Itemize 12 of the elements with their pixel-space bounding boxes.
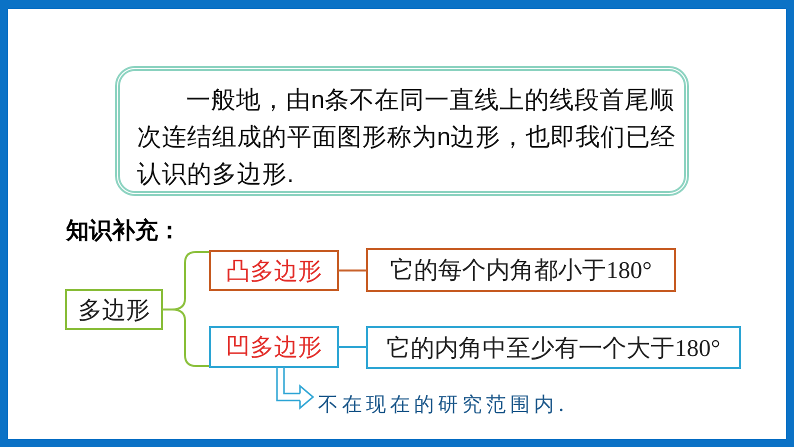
subtype-box: 凸多边形 — [209, 250, 339, 291]
connector-line — [339, 270, 366, 272]
category-box: 多边形 — [65, 289, 163, 330]
curly-brace — [163, 251, 209, 367]
property-box: 它的每个内角都小于180° — [366, 248, 676, 292]
definition-box: 一般地，由n条不在同一直线上的线段首尾顺次连结组成的平面图形称为n边形，也即我们已经认识的多边形. — [115, 66, 689, 196]
hollow-arrow — [276, 367, 314, 409]
subtype-box: 凹多边形 — [209, 326, 339, 368]
property-box: 它的内角中至少有一个大于180° — [366, 326, 741, 369]
section-heading: 知识补充： — [66, 217, 181, 246]
connector-line — [339, 346, 366, 348]
note-text: 不在现在的研究范围内. — [313, 390, 571, 418]
